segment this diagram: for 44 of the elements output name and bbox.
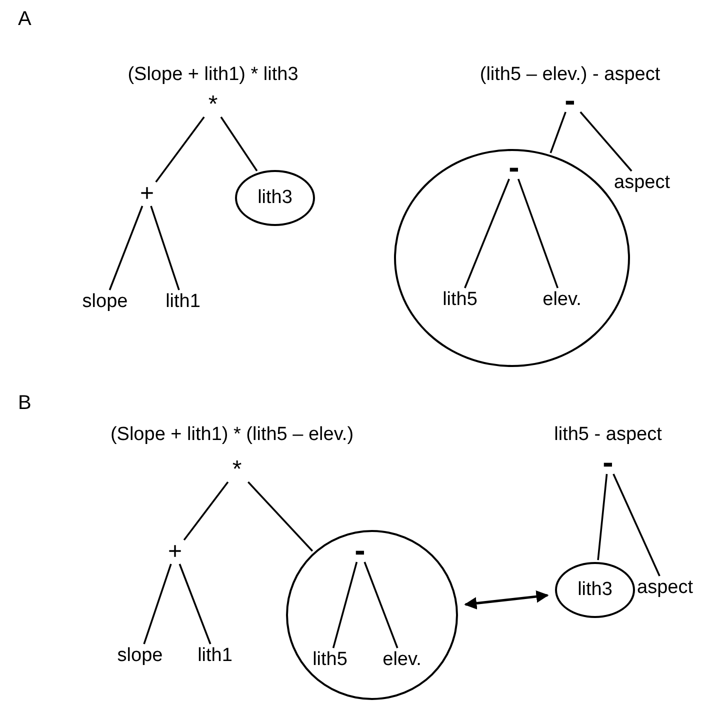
tree-branch bbox=[612, 474, 660, 576]
tree-branch bbox=[155, 116, 205, 183]
tree-branch bbox=[464, 178, 510, 288]
variable-label: lith5 bbox=[305, 648, 355, 672]
variable-label: elev. bbox=[377, 648, 427, 672]
tree-branch bbox=[220, 116, 258, 172]
variable-label: lith5 bbox=[435, 288, 485, 312]
variable-label: elev. bbox=[537, 288, 587, 312]
operator-symbol: - bbox=[504, 155, 524, 179]
tree-branch bbox=[580, 111, 632, 172]
operator-symbol: * bbox=[203, 93, 223, 117]
circled-variable: lith3 bbox=[555, 562, 635, 618]
tree-branch bbox=[517, 178, 559, 288]
expression-title: (lith5 – elev.) - aspect bbox=[480, 64, 660, 86]
expression-title: (Slope + lith1) * (lith5 – elev.) bbox=[110, 424, 354, 446]
operator-symbol: - bbox=[598, 450, 618, 474]
expression-title: (Slope + lith1) * lith3 bbox=[128, 64, 298, 86]
operator-symbol: - bbox=[350, 538, 370, 562]
tree-branch bbox=[332, 562, 358, 648]
tree-branch bbox=[143, 564, 172, 644]
variable-label: aspect bbox=[634, 576, 696, 600]
subtree-circle bbox=[286, 530, 458, 700]
operator-symbol: + bbox=[137, 182, 157, 206]
tree-branch bbox=[364, 562, 398, 648]
tree-branch bbox=[178, 564, 212, 644]
operator-symbol: + bbox=[165, 540, 185, 564]
double-arrow bbox=[464, 590, 549, 610]
tree-branch bbox=[248, 481, 314, 552]
tree-branch bbox=[550, 112, 566, 154]
tree-branch bbox=[150, 206, 180, 290]
variable-label: aspect bbox=[611, 171, 673, 195]
expression-title: lith5 - aspect bbox=[554, 424, 662, 446]
variable-label: lith1 bbox=[159, 290, 207, 314]
panel-letter: A bbox=[18, 8, 32, 31]
variable-label: slope bbox=[111, 644, 169, 668]
tree-branch bbox=[108, 206, 144, 290]
panel-letter: B bbox=[18, 392, 32, 415]
circled-variable: lith3 bbox=[235, 170, 315, 226]
tree-branch bbox=[597, 474, 608, 560]
tree-branch bbox=[183, 481, 229, 541]
variable-label: slope bbox=[76, 290, 134, 314]
variable-label: lith1 bbox=[191, 644, 239, 668]
operator-symbol: * bbox=[227, 458, 247, 482]
operator-symbol: - bbox=[560, 88, 580, 112]
